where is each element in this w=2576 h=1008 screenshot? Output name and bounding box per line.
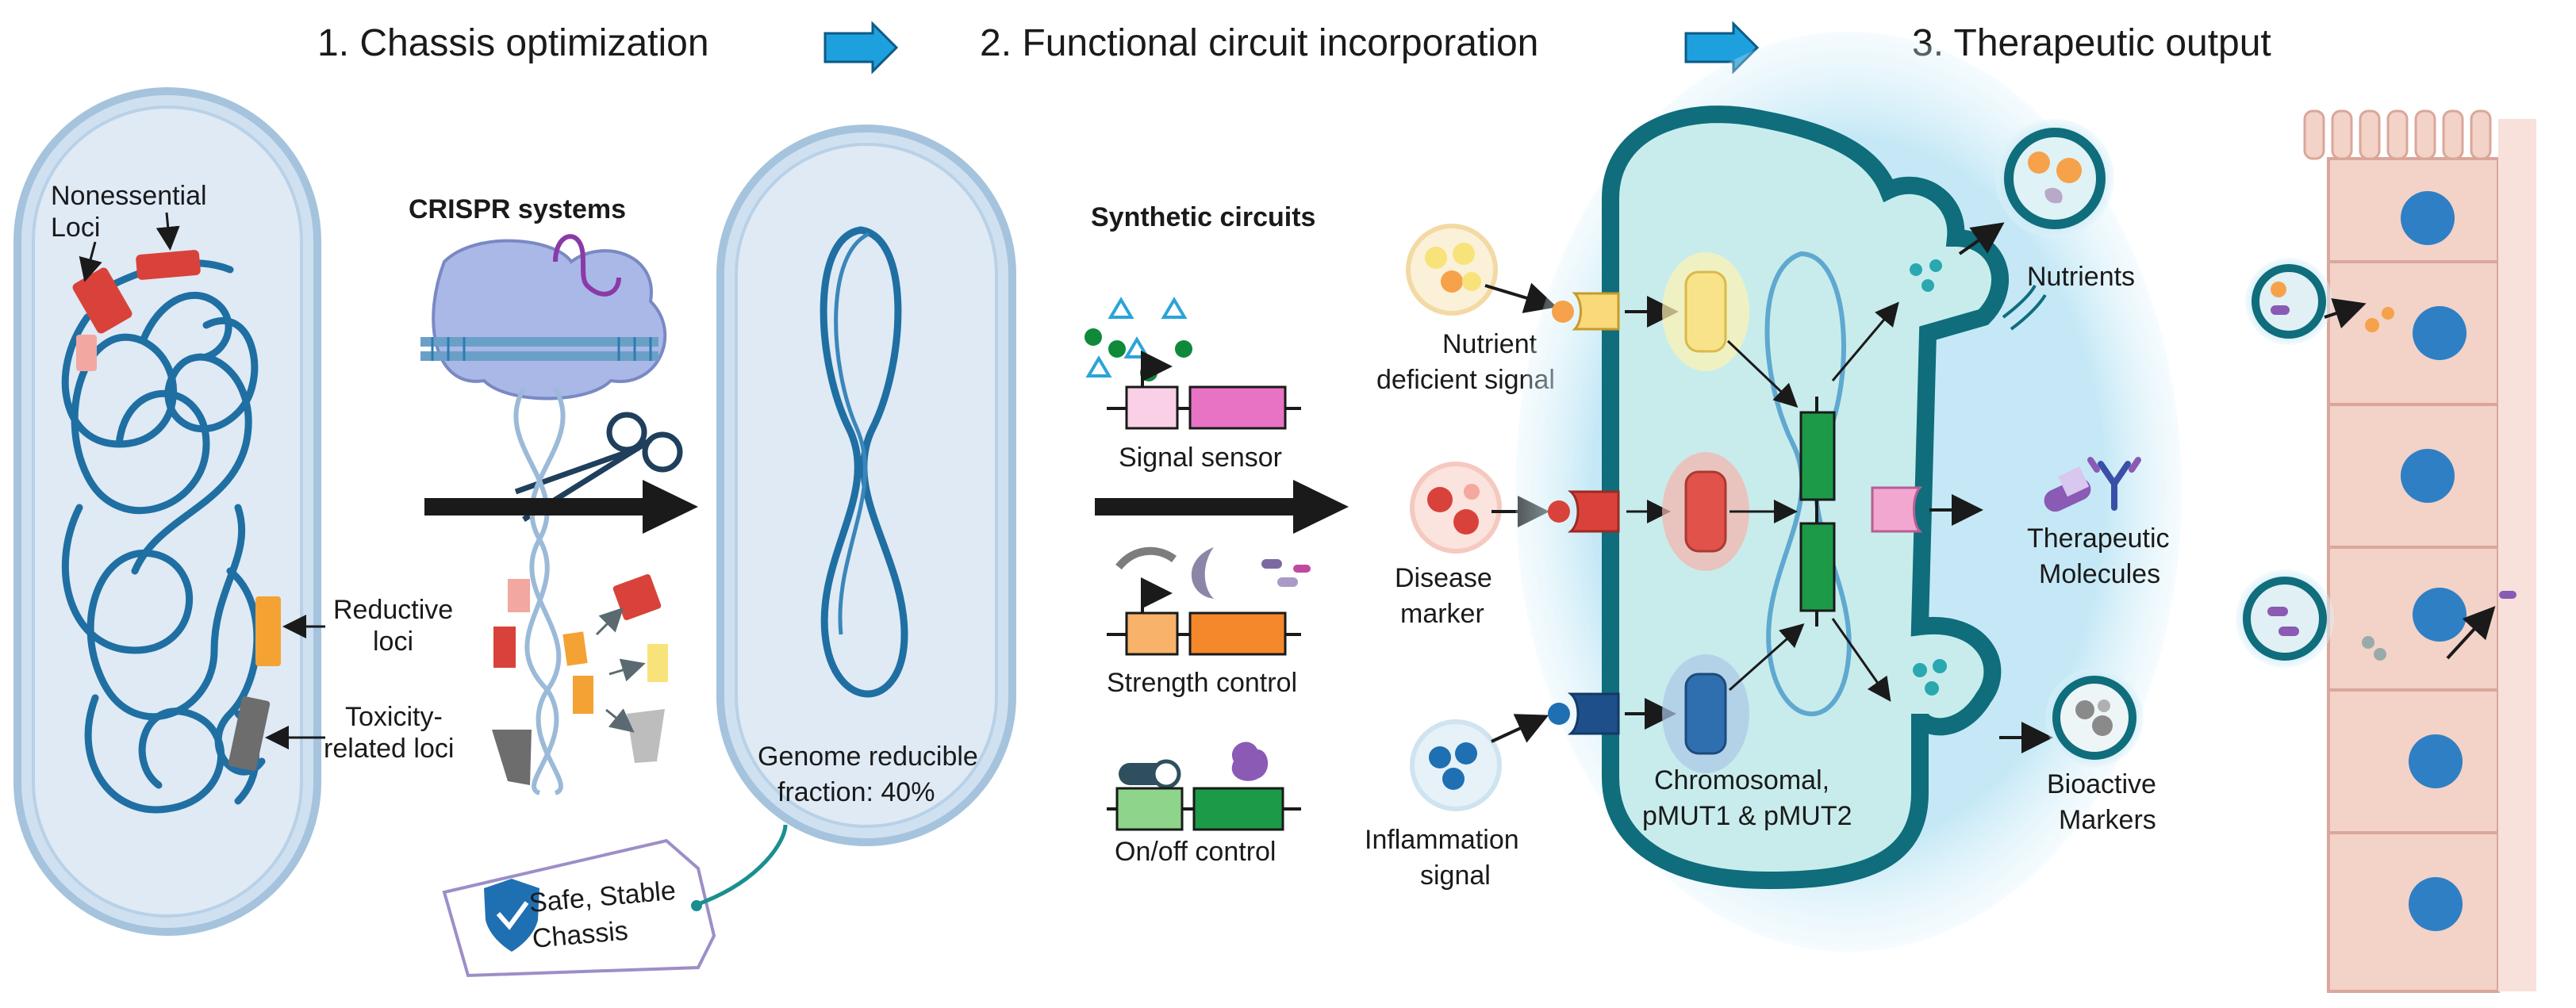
nutrients-vesicle — [1995, 119, 2114, 238]
step-arrow-1-icon — [823, 21, 899, 75]
nutrients-label: Nutrients — [2027, 262, 2135, 292]
nutrient-receptor — [1552, 292, 1620, 331]
shield-check-icon — [484, 879, 539, 952]
chromosomal-label-2: pMUT1 & pMUT2 — [1642, 801, 1852, 831]
cas9-protein-icon — [420, 234, 667, 401]
therapeutic-label-1: Therapeutic — [2027, 523, 2170, 554]
circuits-title: Synthetic circuits — [1091, 202, 1315, 232]
nutrient-signal-icon — [1406, 224, 1498, 316]
dna-fragments — [492, 573, 668, 785]
signal-sensor-construct — [1107, 351, 1301, 430]
nonessential-label-2: Loci — [51, 213, 100, 243]
blue-protein — [1662, 654, 1749, 773]
intestinal-epithelium — [2303, 109, 2536, 993]
header-step2: 2. Functional circuit incorporation — [980, 22, 1538, 64]
nonessential-loci-segments — [72, 250, 201, 371]
onoff-molecules-icon — [1119, 742, 1269, 789]
strength-label: Strength control — [1107, 668, 1297, 698]
capsule-icon — [2044, 466, 2091, 512]
disease-marker-icon — [1410, 462, 1502, 554]
chromosomal-label-1: Chromosomal, — [1654, 765, 1829, 795]
onoff-label: On/off control — [1115, 837, 1276, 867]
disease-label-2: marker — [1400, 599, 1484, 629]
inflammation-signal-icon — [1410, 719, 1502, 811]
sensor-label: Signal sensor — [1119, 443, 1282, 473]
crispr-dna-strand — [513, 387, 566, 795]
crispr-label: CRISPR systems — [409, 194, 626, 224]
strength-control-construct — [1107, 577, 1301, 656]
reductive-label-2: loci — [373, 627, 413, 657]
signal-molecules-icon — [1085, 297, 1192, 381]
genome-label-2: fraction: 40% — [777, 777, 935, 807]
reduced-chromosome — [820, 226, 908, 698]
yellow-protein — [1662, 252, 1749, 371]
genome-label-1: Genome reducible — [758, 742, 978, 772]
toxicity-loci-segment — [228, 696, 271, 772]
bioactive-vesicle — [2045, 669, 2144, 767]
inflammation-label-2: signal — [1420, 860, 1491, 891]
toxicity-label-1: Toxicity- — [345, 702, 443, 732]
antibody-icon — [2087, 457, 2141, 511]
therapeutic-label-2: Molecules — [2039, 559, 2160, 589]
onoff-control-construct — [1107, 787, 1301, 831]
header-step3: 3. Therapeutic output — [1912, 22, 2271, 64]
inflammation-label-1: Inflammation — [1365, 825, 1519, 855]
vesicle-bud-bottom — [1913, 659, 1947, 696]
gene-cassettes — [1799, 397, 1836, 627]
toxicity-label-2: related loci — [324, 734, 454, 764]
fusing-vesicle-2 — [2236, 569, 2516, 668]
bioactive-label-1: Bioactive — [2047, 769, 2156, 799]
fusing-vesicle-1 — [2245, 258, 2394, 345]
red-protein — [1662, 452, 1749, 571]
vesicle-bud-top — [1910, 259, 1942, 292]
disease-receptor — [1548, 490, 1620, 533]
strength-molecules-icon — [1115, 546, 1311, 599]
reductive-loci-segment — [255, 596, 281, 666]
process-arrow-2-icon — [1095, 480, 1349, 534]
bioactive-label-2: Markers — [2059, 805, 2156, 835]
process-arrow-1-icon — [424, 480, 698, 534]
nonessential-label-1: Nonessential — [51, 181, 207, 211]
disease-label-1: Disease — [1395, 563, 1492, 593]
tangled-chromosome — [61, 259, 266, 814]
inflammation-receptor — [1548, 692, 1620, 735]
cell-chromosome — [1764, 251, 1852, 717]
therapeutic-receptor — [1871, 486, 1923, 533]
nutrient-signal-label-1: Nutrient — [1442, 329, 1538, 359]
header-step1: 1. Chassis optimization — [317, 22, 709, 64]
reductive-label-1: Reductive — [333, 595, 453, 625]
